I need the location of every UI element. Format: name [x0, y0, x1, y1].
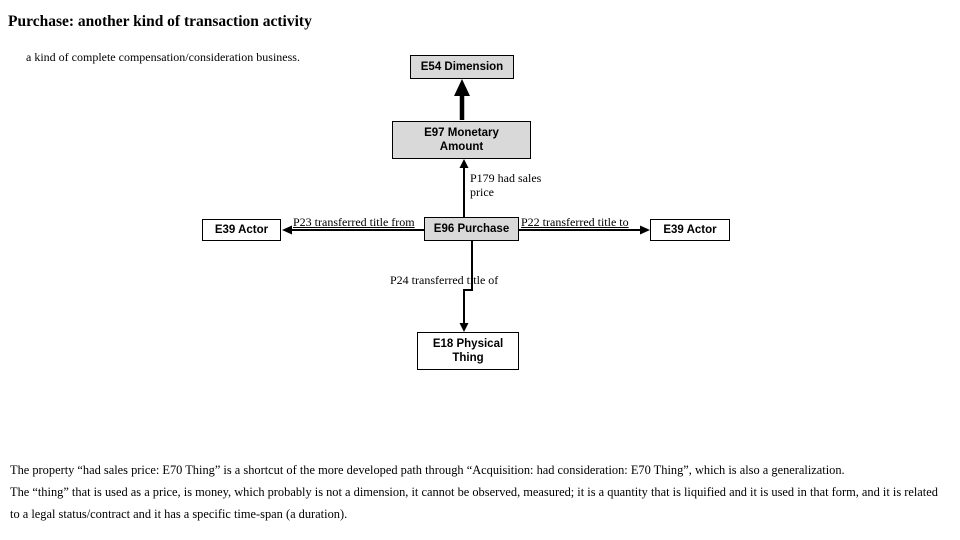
class-box-e18-physical-thing: E18 Physical Thing: [417, 332, 519, 370]
class-box-e96-purchase: E96 Purchase: [424, 217, 519, 241]
page-title: Purchase: another kind of transaction ac…: [8, 13, 312, 30]
note-line-2: The “thing” that is used as a price, is …: [10, 485, 938, 499]
note-line-3: to a legal status/contract and it has a …: [10, 507, 348, 521]
isa-arrow-e97-to-e54: [454, 79, 470, 120]
class-box-e54-dimension: E54 Dimension: [410, 55, 514, 79]
class-box-e97-monetary-amount: E97 Monetary Amount: [392, 121, 531, 159]
p179-arrow-e96-to-e97: [459, 159, 469, 217]
note-line-1: The property “had sales price: E70 Thing…: [10, 463, 845, 477]
edge-label-p179-had-sales-price: P179 had sales price: [470, 171, 542, 200]
edge-label-p22-transferred-title-to: P22 transferred title to: [521, 215, 629, 229]
class-box-e39-actor-left: E39 Actor: [202, 219, 281, 241]
subtitle: a kind of complete compensation/consider…: [26, 50, 300, 64]
edge-label-p24-transferred-title-of: P24 transferred title of: [390, 273, 499, 287]
class-box-e39-actor-right: E39 Actor: [650, 219, 730, 241]
edge-label-p23-transferred-title-from: P23 transferred title from: [293, 215, 415, 229]
